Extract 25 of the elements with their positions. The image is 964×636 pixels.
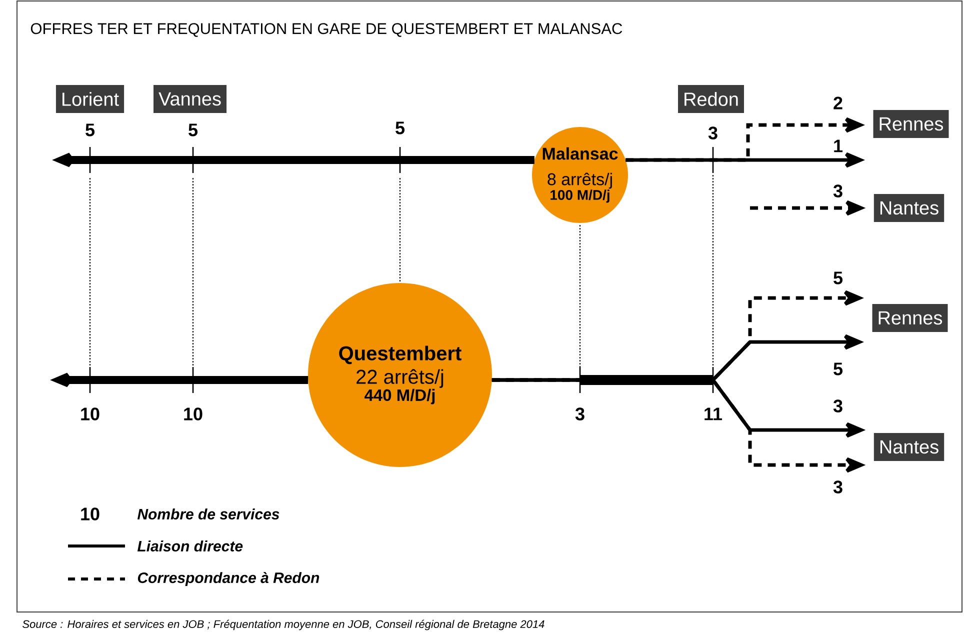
station-label: Nantes <box>874 433 944 461</box>
service-count: 11 <box>704 408 722 420</box>
legend-sample: 10 <box>81 508 100 520</box>
edge-label: 2 <box>832 96 844 110</box>
service-count: 10 <box>81 408 100 420</box>
title: OFFRES TER ET FREQUENTATION EN GARE DE QUESTEMBERT ET MALANSAC <box>30 23 622 37</box>
legend-text: Correspondance à Redon <box>138 572 320 586</box>
legend-text: Nombre de services <box>137 508 280 520</box>
service-count: 5 <box>396 122 405 134</box>
edge-label: 3 <box>832 398 844 414</box>
edge-label: 3 <box>832 184 844 198</box>
station-label: Nantes <box>874 194 944 222</box>
edge-label: 5 <box>832 362 844 376</box>
service-count: 10 <box>184 408 202 420</box>
source-note: Source : Horaires et services en JOB ; Fréquentation moyenne en JOB, Conseil régional de Bretagne 2014 <box>22 620 544 630</box>
service-count: 3 <box>575 408 584 420</box>
station-label: Redon <box>678 85 744 113</box>
legend-text: Liaison directe <box>137 540 243 552</box>
station-label: Lorient <box>56 85 124 113</box>
edge-label: 1 <box>832 138 844 154</box>
station-label: Vannes <box>154 85 227 113</box>
station-label: Rennes <box>872 304 948 332</box>
edge-label: 5 <box>832 270 844 286</box>
edge-label: 3 <box>832 480 844 494</box>
station-label: Rennes <box>873 110 949 138</box>
